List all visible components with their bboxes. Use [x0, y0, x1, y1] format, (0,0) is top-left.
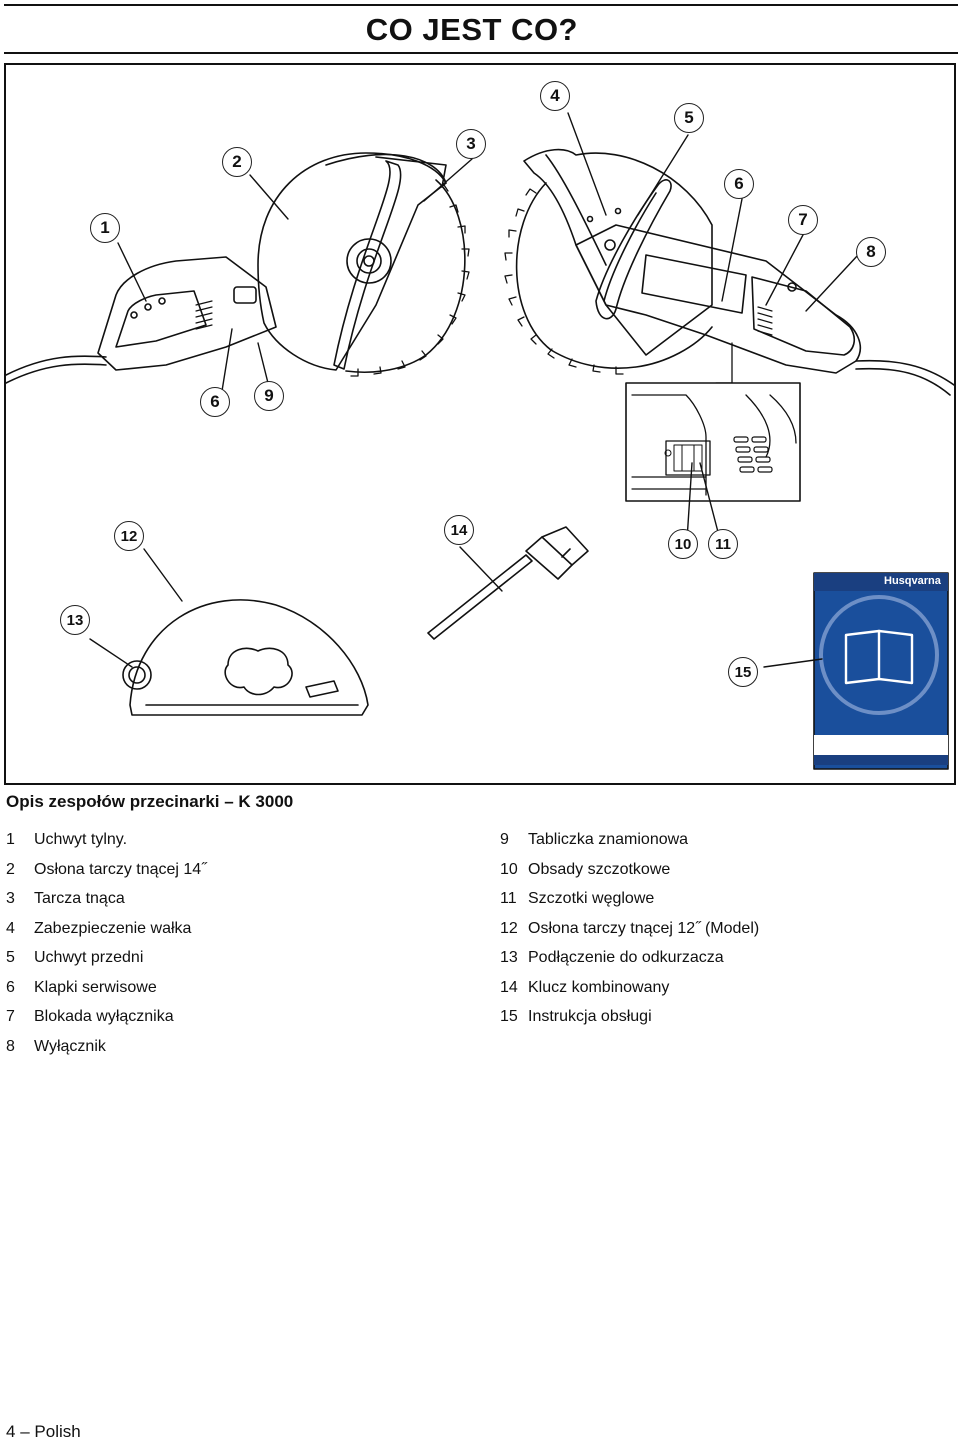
page-footer: 4 – Polish — [6, 1422, 81, 1442]
legend-number: 15 — [500, 1008, 518, 1025]
legend-item: 15 Instrukcja obsługi — [500, 1008, 940, 1038]
legend-item: 8 Wyłącznik — [6, 1038, 446, 1068]
legend-text: Podłączenie do odkurzacza — [528, 949, 724, 966]
legend-item: 10 Obsady szczotkowe — [500, 861, 940, 891]
manual-brand-label: Husqvarna — [884, 575, 941, 587]
callout-10: 10 — [668, 529, 698, 559]
callout-4: 4 — [540, 81, 570, 111]
operators-manual — [813, 572, 949, 770]
legend-number: 10 — [500, 860, 518, 878]
callout-11: 11 — [708, 529, 738, 559]
title-rule — [4, 52, 958, 54]
legend-number: 12 — [500, 919, 518, 937]
legend-number: 11 — [500, 890, 517, 907]
legend-number: 14 — [500, 978, 518, 996]
legend-text: Uchwyt tylny. — [34, 831, 128, 848]
legend-text: Osłona tarczy tnącej 12˝ (Model) — [528, 919, 760, 937]
legend-item: 11 Szczotki węglowe — [500, 890, 940, 920]
callout-2: 2 — [222, 147, 252, 177]
legend-text: Klapki serwisowe — [34, 978, 157, 996]
legend-text: Uchwyt przedni — [34, 949, 144, 966]
legend-number: 1 — [6, 831, 15, 848]
callout-13: 13 — [60, 605, 90, 635]
footer-language: Polish — [34, 1422, 81, 1441]
blade-guard-12 — [122, 599, 369, 716]
legend-number: 6 — [6, 978, 15, 996]
callout-leader-lines — [89, 112, 859, 668]
callout-1: 1 — [90, 213, 120, 243]
legend-number: 7 — [6, 1008, 15, 1025]
page-number: 4 — [6, 1422, 16, 1441]
legend-text: Osłona tarczy tnącej 14˝ — [34, 860, 207, 878]
parts-illustration: 1 2 3 4 5 6 7 8 6 9 12 14 10 11 13 15 Hu… — [4, 63, 956, 785]
section-title: Opis zespołów przecinarki – K 3000 — [6, 792, 294, 811]
blade-segments-right — [504, 188, 624, 375]
legend-text: Zabezpieczenie wałka — [34, 919, 192, 937]
legend-text: Tabliczka znamionowa — [528, 831, 689, 848]
callout-8: 8 — [856, 237, 886, 267]
callout-15: 15 — [728, 657, 758, 687]
vent-slots — [195, 300, 213, 330]
legend-number: 4 — [6, 919, 15, 937]
callout-9: 9 — [254, 381, 284, 411]
legend-item: 7 Blokada wyłącznika — [6, 1008, 446, 1038]
legend-item: 2 Osłona tarczy tnącej 14˝ — [6, 861, 446, 891]
legend-item: 6 Klapki serwisowe — [6, 979, 446, 1009]
legend-text: Blokada wyłącznika — [34, 1008, 174, 1025]
legend-item: 5 Uchwyt przedni — [6, 949, 446, 979]
legend-item: 1 Uchwyt tylny. — [6, 831, 446, 861]
inset-vent-slots — [733, 436, 773, 473]
legend-number: 9 — [500, 831, 509, 848]
legend-number: 5 — [6, 949, 15, 966]
right-saw — [504, 148, 954, 396]
legend-item: 13 Podłączenie do odkurzacza — [500, 949, 940, 979]
legend-number: 3 — [6, 890, 15, 907]
legend-text: Wyłącznik — [34, 1037, 106, 1055]
legend-item: 14 Klucz kombinowany — [500, 979, 940, 1009]
vent-slots-right — [757, 306, 773, 336]
combination-spanner — [427, 526, 589, 640]
legend-number: 8 — [6, 1037, 15, 1055]
legend-text: Szczotki węglowe — [528, 890, 655, 907]
callout-3: 3 — [456, 129, 486, 159]
brush-holder-inset — [625, 342, 801, 502]
legend-item: 12 Osłona tarczy tnącej 12˝ (Model) — [500, 920, 940, 950]
cut-off-saw-drawing — [6, 112, 954, 770]
legend-text: Instrukcja obsługi — [528, 1008, 652, 1025]
page-title: CO JEST CO? — [365, 12, 578, 47]
legend-text: Klucz kombinowany — [528, 978, 670, 996]
callout-6: 6 — [200, 387, 230, 417]
legend-item: 4 Zabezpieczenie wałka — [6, 920, 446, 950]
legend-item: 3 Tarcza tnąca — [6, 890, 446, 920]
top-rule — [4, 4, 958, 6]
footer-separator: – — [20, 1422, 30, 1441]
callout-14: 14 — [444, 515, 474, 545]
legend-text: Obsady szczotkowe — [528, 860, 671, 878]
legend-number: 2 — [6, 860, 15, 878]
callout-6-service-flaps: 6 — [724, 169, 754, 199]
legend-left-column: 1 Uchwyt tylny. 2 Osłona tarczy tnącej 14˝… — [6, 831, 446, 1067]
blade-segments — [350, 184, 470, 377]
legend-right-column: 9 Tabliczka znamionowa 10 Obsady szczotkow… — [500, 831, 940, 1038]
callout-12: 12 — [114, 521, 144, 551]
callout-5: 5 — [674, 103, 704, 133]
legend-number: 13 — [500, 949, 518, 966]
legend-item: 9 Tabliczka znamionowa — [500, 831, 940, 861]
callout-7: 7 — [788, 205, 818, 235]
left-saw — [6, 152, 470, 384]
legend-text: Tarcza tnąca — [34, 890, 125, 907]
